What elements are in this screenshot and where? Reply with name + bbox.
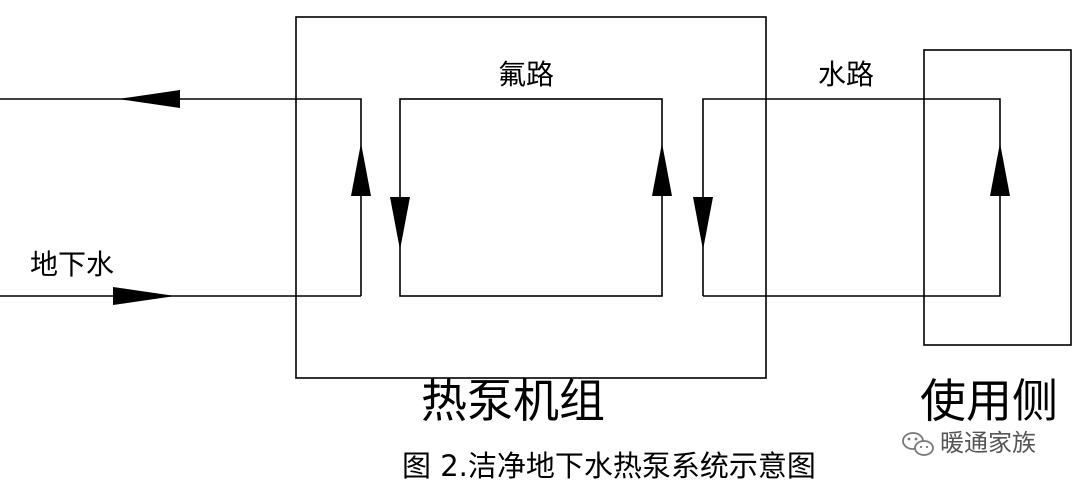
arrow-down-water-left [693, 197, 713, 250]
arrow-down-fluorine-left [390, 197, 410, 250]
arrow-up-fluorine-right [652, 143, 672, 196]
label-heat-pump-unit: 热泵机组 [421, 374, 605, 428]
wechat-icon [902, 432, 934, 456]
arrow-up-groundwater [351, 143, 371, 196]
watermark-text: 暖通家族 [940, 429, 1036, 457]
user-side-box [923, 49, 1072, 346]
arrow-up-user-side [990, 143, 1010, 196]
heat-pump-unit-box [295, 16, 767, 379]
arrow-left-outlet [118, 90, 180, 108]
label-fluorine-circuit: 氟路 [498, 58, 554, 91]
arrow-right-inlet [113, 287, 175, 305]
label-user-side: 使用侧 [920, 374, 1058, 428]
fluorine-loop [399, 98, 663, 297]
label-water-circuit: 水路 [818, 58, 874, 91]
figure-caption: 图 2.洁净地下水热泵系统示意图 [402, 449, 816, 483]
label-groundwater: 地下水 [30, 248, 114, 281]
water-loop [702, 98, 1001, 297]
